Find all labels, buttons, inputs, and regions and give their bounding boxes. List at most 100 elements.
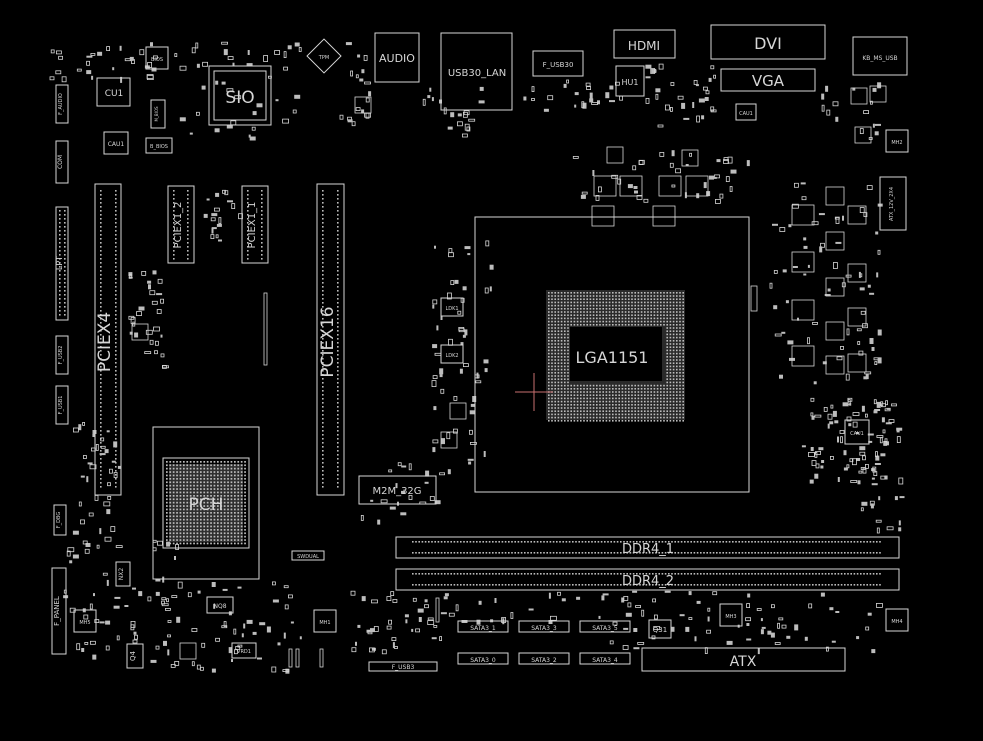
dimm-pin	[693, 541, 696, 543]
pch-ball	[210, 542, 212, 545]
passive	[563, 83, 567, 88]
slot-pin	[100, 362, 102, 364]
cpu-pad	[669, 330, 672, 332]
cpu-pad	[672, 391, 675, 393]
passive	[894, 496, 898, 501]
cpu-pad	[650, 295, 652, 297]
cpu-pad	[647, 308, 649, 310]
dimm-pin	[802, 584, 804, 586]
pch-ball	[166, 478, 168, 480]
sata3-3-port: SATA3_3	[518, 620, 570, 633]
cpu-pad	[560, 404, 563, 406]
cpu-pad	[637, 301, 640, 304]
cpu-pad	[554, 320, 556, 323]
dimm-pin	[498, 573, 500, 575]
dimm-pin	[492, 584, 494, 586]
passive	[100, 445, 106, 449]
dimm-pin	[594, 573, 596, 575]
pch-ball	[176, 542, 178, 545]
pch-ball	[169, 498, 172, 501]
cpu-pad	[640, 400, 643, 403]
pch-ball	[217, 488, 219, 490]
pch-ball	[179, 481, 182, 484]
cpu-pad	[669, 356, 672, 358]
passive	[162, 365, 170, 369]
cpu-pad	[567, 365, 569, 368]
cpu-pad	[608, 388, 611, 390]
dimm-pin	[684, 573, 686, 575]
passive	[470, 403, 475, 407]
passive	[873, 399, 877, 405]
cpu-pad	[596, 400, 598, 403]
cpu-pad	[608, 384, 611, 387]
pch-ball	[240, 518, 243, 521]
cpu-pad	[666, 362, 668, 364]
cpu-pad	[548, 365, 550, 368]
passive	[179, 117, 186, 122]
cpu-pad	[624, 397, 627, 400]
dimm-pin	[504, 584, 507, 586]
sata3-1-label: SATA3_1	[470, 625, 496, 632]
pch-ball	[244, 532, 246, 535]
passive	[719, 193, 724, 199]
dimm-pin	[834, 573, 836, 575]
slot-pin	[187, 194, 189, 196]
pch-ball	[200, 481, 202, 484]
slot-pin	[337, 242, 339, 244]
cpu-pad	[624, 400, 627, 403]
pch-ball	[186, 501, 189, 504]
cpu-pad	[647, 298, 649, 300]
pch-ball	[223, 505, 226, 507]
cpu-pad	[557, 359, 560, 361]
slot-pin	[115, 238, 117, 240]
passive	[815, 450, 821, 455]
pch-ball	[200, 522, 202, 524]
cpu-pad	[605, 416, 608, 419]
cpu-pad	[669, 343, 672, 345]
dimm-pin	[629, 541, 632, 543]
ldk2-chip: LDK2	[440, 344, 464, 364]
passive	[831, 640, 836, 643]
cpu-pad	[573, 308, 576, 310]
dimm-pin	[703, 573, 705, 575]
passive	[811, 415, 815, 420]
cpu-pad	[567, 336, 569, 339]
pch-ball	[179, 525, 182, 528]
cpu-pad	[612, 407, 614, 409]
passive	[723, 159, 729, 164]
cpu-pad	[596, 298, 598, 300]
passive	[275, 99, 279, 102]
pch-ball	[172, 542, 175, 545]
slot-pin	[322, 446, 324, 448]
cpu-pad	[605, 407, 608, 409]
pch-ball	[210, 498, 212, 501]
slot-pin	[115, 374, 117, 376]
cpu-pad	[672, 298, 675, 300]
dimm-pin	[450, 541, 452, 543]
pch-ball	[234, 461, 236, 463]
cpu-pad	[634, 388, 636, 390]
cpu-pad	[586, 407, 588, 409]
cpu-pad	[628, 394, 630, 396]
passive	[811, 221, 819, 226]
passive	[857, 341, 861, 345]
dimm-pin	[645, 584, 648, 586]
cpu-pad	[608, 394, 611, 396]
cpu-pad	[548, 330, 550, 332]
pch-ball	[203, 488, 206, 490]
pch-ball	[237, 535, 240, 538]
cpu-pad	[647, 413, 649, 416]
cpu-pad	[557, 336, 560, 339]
dimm-pin	[568, 584, 571, 586]
dimm-pin	[552, 584, 555, 586]
header-pin	[59, 226, 61, 228]
passive	[713, 74, 716, 79]
dimm-pin	[840, 573, 843, 575]
passive	[769, 282, 773, 289]
f-usb1-label: F_USB1	[58, 396, 64, 415]
passive	[864, 371, 872, 375]
pch-ball	[186, 508, 189, 511]
dimm-pin	[536, 573, 539, 575]
cpu-pad	[631, 314, 633, 316]
pch-ball	[196, 481, 199, 484]
